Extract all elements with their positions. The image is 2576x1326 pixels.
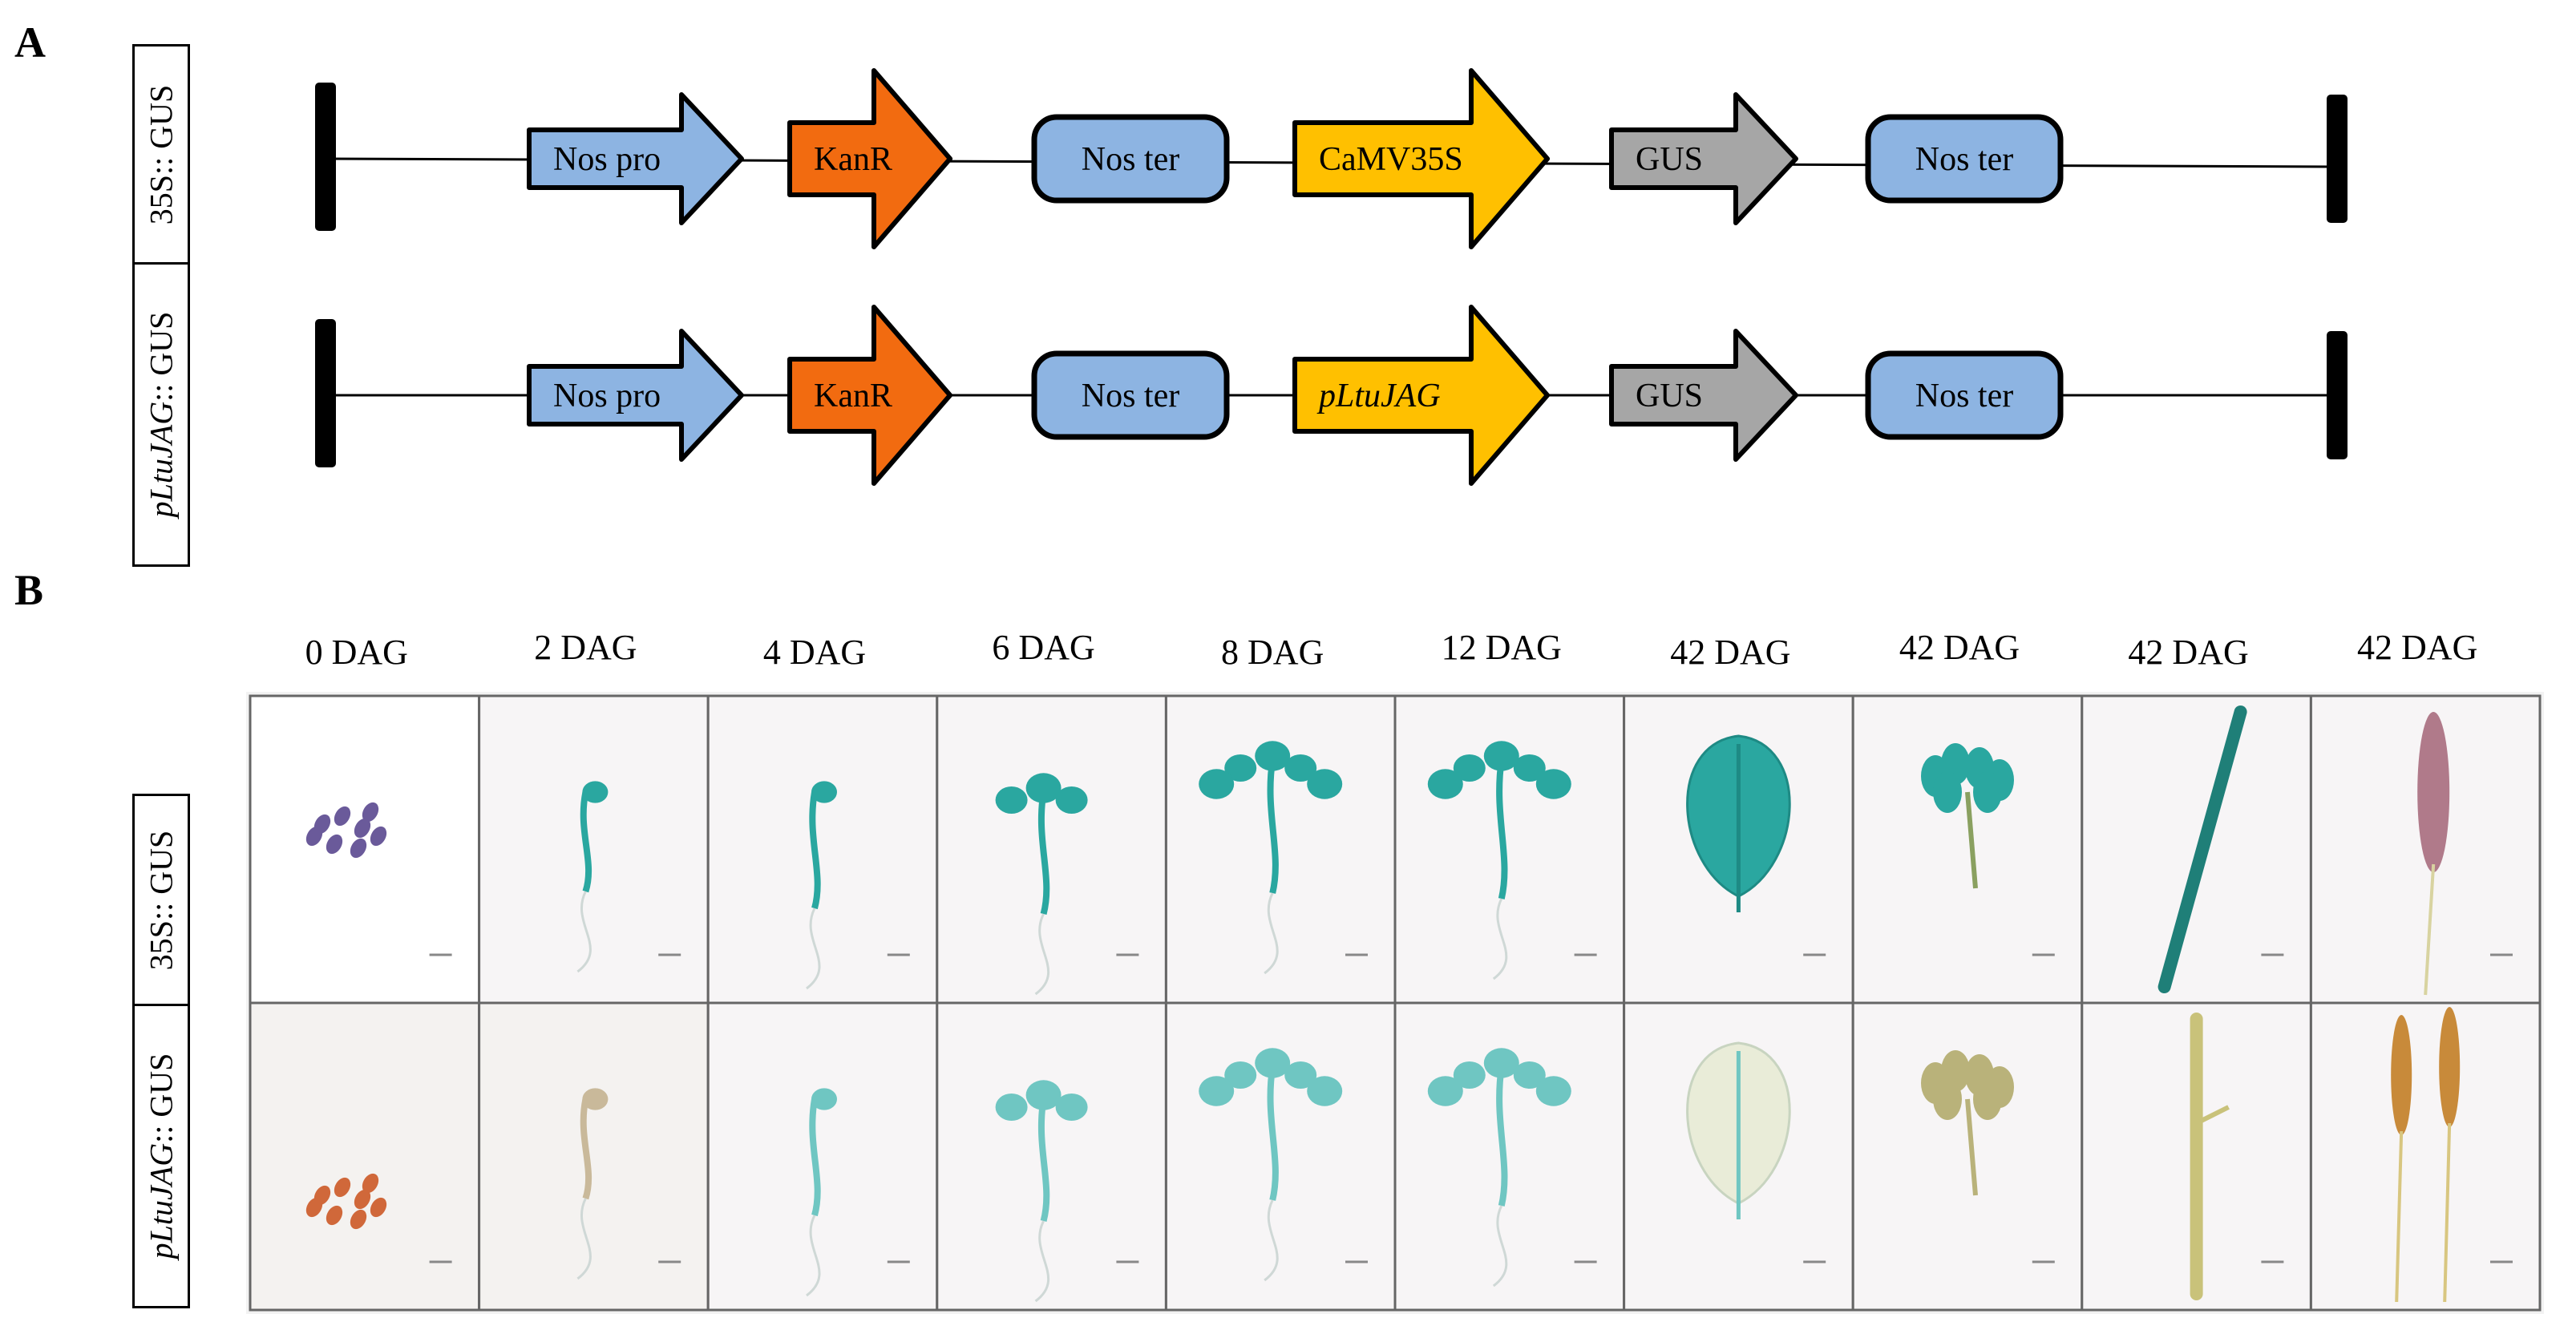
construct-element-35s-3: CaMV35S xyxy=(1292,68,1550,249)
grid-cell-35s-seedling xyxy=(936,694,1167,1005)
grid-cell-pltu-stem xyxy=(2081,1001,2312,1312)
column-header: 4 DAG xyxy=(762,633,867,672)
grid-cell-35s-spike xyxy=(2309,694,2542,1005)
grid-cell-35s-stem xyxy=(2081,694,2312,1005)
grid-cell-pltu-seedling xyxy=(706,1001,939,1312)
grid-cell-pltu-seedling xyxy=(478,1001,710,1312)
grid-cell-pltu-leaf xyxy=(1623,1001,1854,1312)
construct-label: Nos ter xyxy=(1082,141,1179,178)
grid-cell-pltu-flowers xyxy=(1851,1001,2084,1312)
grid-cell-35s-leaf xyxy=(1623,694,1854,1005)
construct-label: GUS xyxy=(1636,378,1703,414)
grid-cell-35s-seeds xyxy=(249,694,481,1005)
grid-row-label-35s-text: 35S:: GUS xyxy=(143,830,180,970)
grid-pltu-gene-name: pLtuJAG xyxy=(143,1142,180,1259)
construct-element-35s-0: Nos pro xyxy=(527,92,744,225)
construct-element-pltu-5: Nos ter xyxy=(1865,350,2064,440)
construct-element-35s-2: Nos ter xyxy=(1031,114,1230,204)
construct-label: KanR xyxy=(814,378,892,414)
column-header: 42 DAG xyxy=(1670,633,1791,672)
construct-label: CaMV35S xyxy=(1319,141,1463,178)
construct-label: Nos pro xyxy=(553,378,661,414)
right-border-pltu xyxy=(2327,331,2348,459)
construct-label: Nos ter xyxy=(1915,141,2013,178)
grid-cell-35s-seedling xyxy=(706,694,939,1005)
column-header: 12 DAG xyxy=(1441,628,1562,667)
grid-row-label-pltu-text: pLtuJAG:: GUS xyxy=(143,1053,180,1259)
grid-pltu-suffix: :: GUS xyxy=(143,1053,180,1143)
construct-element-pltu-1: KanR xyxy=(787,305,952,486)
right-border-35s xyxy=(2327,95,2348,223)
grid-cell-pltu-seeds xyxy=(249,1001,481,1312)
construct-element-35s-4: GUS xyxy=(1609,92,1798,225)
grid-cell-35s-flowers xyxy=(1851,694,2084,1005)
construct-element-35s-1: KanR xyxy=(787,68,952,249)
construct-element-pltu-0: Nos pro xyxy=(527,329,744,462)
construct-label: Nos pro xyxy=(553,141,661,178)
construct-element-pltu-2: Nos ter xyxy=(1031,350,1230,440)
grid-background xyxy=(246,692,2544,1314)
grid-cell-pltu-seedling xyxy=(1393,1001,1626,1312)
column-header: 6 DAG xyxy=(992,628,1095,667)
column-header: 42 DAG xyxy=(2357,628,2478,667)
construct-row-label-pltu: pLtuJAG:: GUS xyxy=(132,262,190,567)
panel-label-a: A xyxy=(14,18,46,67)
grid-cell-35s-seedling xyxy=(478,694,710,1005)
grid-cell-pltu-spike xyxy=(2309,1001,2542,1312)
construct-label: GUS xyxy=(1636,141,1703,178)
column-header: 0 DAG xyxy=(305,633,408,672)
grid-row-label-35s: 35S:: GUS xyxy=(132,794,190,1006)
grid-cell-35s-seedling xyxy=(1164,694,1397,1005)
construct-row-label-35s: 35S:: GUS xyxy=(132,44,190,265)
column-header: 8 DAG xyxy=(1221,633,1324,672)
construct-label: Nos ter xyxy=(1082,378,1179,414)
grid-cell-pltu-seedling xyxy=(936,1001,1167,1312)
construct-label: pLtuJAG xyxy=(1316,378,1441,414)
grid-cell-pltu-seedling xyxy=(1164,1001,1397,1312)
column-header: 42 DAG xyxy=(1899,628,2020,667)
grid-cell-35s-seedling xyxy=(1393,694,1626,1005)
construct-label: Nos ter xyxy=(1915,378,2013,414)
column-header: 42 DAG xyxy=(2128,633,2249,672)
panel-label-b: B xyxy=(14,566,44,614)
construct-element-35s-5: Nos ter xyxy=(1865,114,2064,204)
left-border-pltu xyxy=(315,319,336,467)
grid-row-label-pltu: pLtuJAG:: GUS xyxy=(132,1004,190,1308)
construct-element-pltu-3: pLtuJAG xyxy=(1292,305,1550,486)
construct-label: KanR xyxy=(814,141,892,178)
left-border-35s xyxy=(315,83,336,231)
column-header: 2 DAG xyxy=(534,628,637,667)
construct-element-pltu-4: GUS xyxy=(1609,329,1798,462)
